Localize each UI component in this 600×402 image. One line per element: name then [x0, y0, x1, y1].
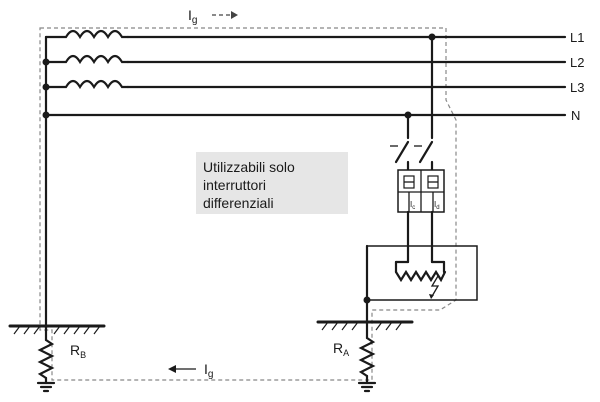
label-n: N — [571, 108, 580, 123]
current-label-top: Ig — [188, 7, 197, 26]
earth-ground-left — [8, 324, 106, 393]
note-box — [196, 152, 348, 214]
breaker-label-right: Id — [434, 200, 440, 211]
note-line-2: interruttori — [203, 177, 266, 193]
fault-lightning-icon — [430, 275, 440, 299]
residual-current-device — [397, 169, 445, 213]
heating-element-icon — [394, 269, 447, 283]
transformer-windings — [44, 29, 130, 90]
breaker-switch-contacts — [390, 35, 434, 172]
earth-ground-right — [316, 298, 414, 393]
arrow-left-icon — [168, 365, 196, 373]
breaker-label-left: Ic — [410, 200, 415, 211]
current-label-bottom: Ig — [204, 361, 213, 380]
label-l1: L1 — [570, 30, 584, 45]
arrow-right-icon — [212, 11, 238, 19]
load-enclosure — [366, 245, 478, 301]
label-ra: RA — [333, 340, 349, 358]
note-line-1: Utilizzabili solo — [203, 159, 295, 175]
note-line-3: differenziali — [203, 195, 274, 211]
label-rb: RB — [70, 342, 86, 360]
label-l2: L2 — [570, 55, 584, 70]
fault-current-loop — [39, 27, 457, 381]
label-l3: L3 — [570, 80, 584, 95]
